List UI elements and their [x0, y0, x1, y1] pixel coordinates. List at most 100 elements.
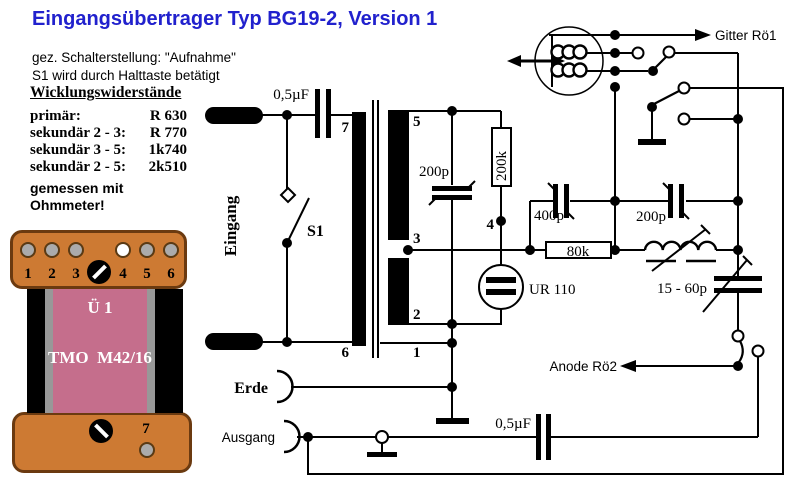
terminal-1-label: 1: [413, 345, 421, 361]
row-value: 2k510: [148, 159, 187, 175]
switch-s1-contact: [279, 186, 297, 204]
ground-icon: [436, 418, 469, 424]
banana-plug-icon: [205, 107, 263, 124]
pin-number-4: 4: [119, 266, 127, 282]
pin-number-5: 5: [143, 266, 151, 282]
screw-icon: [87, 260, 111, 284]
capacitor-input-0_5uf: [315, 89, 331, 138]
label-resistor-80k: 80k: [567, 244, 590, 260]
resistance-table-heading: Wicklungswiderstände: [30, 84, 182, 101]
note-line-1: gez. Schalterstellung: "Aufnahme": [32, 50, 236, 65]
pin-circle-5: [139, 242, 155, 258]
banana-plug-icon: [205, 333, 263, 350]
erde-socket-icon: [276, 369, 294, 404]
table-row: sekundär 2 - 3: R 770: [30, 125, 187, 142]
anode-arrowhead-icon: [620, 360, 636, 372]
terminal-7-label: 7: [342, 120, 350, 136]
table-row: sekundär 2 - 5: 2k510: [30, 159, 187, 176]
footnote-line-1: gemessen mit: [30, 180, 124, 196]
secondary-winding-upper: [388, 110, 409, 240]
capacitors: [315, 89, 762, 460]
pin-circle-1: [20, 242, 36, 258]
resistor-200k: [491, 127, 512, 187]
anode-ro2-label: Anode Rö2: [549, 359, 617, 374]
switch-s1-label: S1: [307, 223, 324, 240]
adjustment-arrow-icon: [651, 224, 753, 313]
wires: [262, 34, 784, 475]
label-variable-cap: 15 - 60p: [657, 281, 707, 297]
terminal-4-label: 4: [487, 217, 495, 233]
row-label: sekundär 2 - 5:: [30, 159, 126, 175]
table-footnote: gemessen mit Ohmmeter!: [30, 180, 123, 213]
capacitor-secondary-200p: [428, 180, 476, 206]
ausgang-label: Ausgang: [222, 430, 275, 445]
erde-label: Erde: [234, 380, 268, 397]
row-value: R 630: [149, 108, 187, 124]
drawing-notes: gez. Schalterstellung: "Aufnahme" S1 wir…: [32, 49, 236, 85]
label-cap-400p: 400p: [534, 208, 564, 224]
label-resistor-200k: 200k: [494, 151, 510, 182]
label-cap-input: 0,5µF: [273, 87, 309, 103]
capacitor-400p: [547, 182, 575, 220]
transformer-symbol: [352, 100, 409, 358]
pin-circle-2: [44, 242, 60, 258]
switch-contacts: [375, 45, 765, 444]
secondary-winding-lower: [388, 258, 409, 325]
module-flange-left: [45, 289, 53, 413]
pin-number-1: 1: [24, 266, 32, 282]
terminal-6-label: 6: [342, 345, 350, 361]
module-flange-right: [147, 289, 155, 413]
pin-number-2: 2: [48, 266, 56, 282]
row-value: 1k740: [148, 142, 187, 158]
ausgang-socket-icon: [283, 419, 301, 454]
pin-number-6: 6: [167, 266, 175, 282]
gitter-ro1-label: Gitter Rö1: [715, 28, 777, 43]
socket-connectors: [276, 369, 301, 454]
head-coils: [550, 44, 588, 78]
ground-icon: [367, 452, 397, 457]
grounds: [367, 139, 666, 457]
input-label: Eingang: [221, 195, 240, 256]
capacitor-output-0_5uf: [536, 414, 551, 460]
row-label: primär:: [30, 108, 81, 124]
primary-winding: [352, 112, 366, 346]
output-jack-contact: [375, 430, 389, 444]
page-title: Eingangsübertrager Typ BG19-2, Version 1: [32, 8, 438, 30]
row-value: R 770: [149, 125, 187, 141]
terminal-5-label: 5: [413, 114, 421, 130]
input-plugs: [205, 107, 263, 350]
tape-head-symbol: [534, 26, 604, 96]
row-label: sekundär 2 - 3:: [30, 125, 126, 141]
pin-circle-4: [115, 242, 131, 258]
variable-capacitor-15-60p: [714, 276, 762, 293]
variable-inductor: [643, 240, 718, 263]
pin-circle-7: [139, 442, 155, 458]
pin-number-7: 7: [142, 421, 150, 437]
terminal-3-label: 3: [413, 231, 421, 247]
label-cap-secondary: 200p: [419, 164, 449, 180]
row-label: sekundär 3 - 5:: [30, 142, 126, 158]
pin-circle-3: [68, 242, 84, 258]
gitter-arrowhead-icon: [695, 29, 711, 41]
capacitor-200p-feedback: [662, 182, 690, 220]
module-type-label: TMO M42/16: [48, 348, 152, 367]
module-body: Ü 1 TMO M42/16: [27, 289, 183, 413]
footnote-line-2: Ohmmeter!: [30, 196, 105, 213]
terminal-2-label: 2: [413, 307, 421, 323]
label-cap-output: 0,5µF: [495, 416, 531, 432]
pin-circle-6: [163, 242, 179, 258]
ground-icon: [638, 139, 666, 145]
note-line-2: S1 wird durch Halttaste betätigt: [32, 68, 220, 83]
module-winding-core: [53, 289, 147, 413]
tube-ur110: [478, 264, 524, 310]
resistance-table: primär: R 630 sekundär 2 - 3: R 770 seku…: [30, 108, 187, 176]
screw-icon: [89, 419, 113, 443]
label-tube: UR 110: [529, 282, 576, 298]
core-lines: [372, 100, 379, 358]
label-cap-200p: 200p: [636, 209, 666, 225]
table-row: sekundär 3 - 5: 1k740: [30, 142, 187, 159]
junction-dots: [282, 30, 743, 442]
pin-number-3: 3: [72, 266, 80, 282]
